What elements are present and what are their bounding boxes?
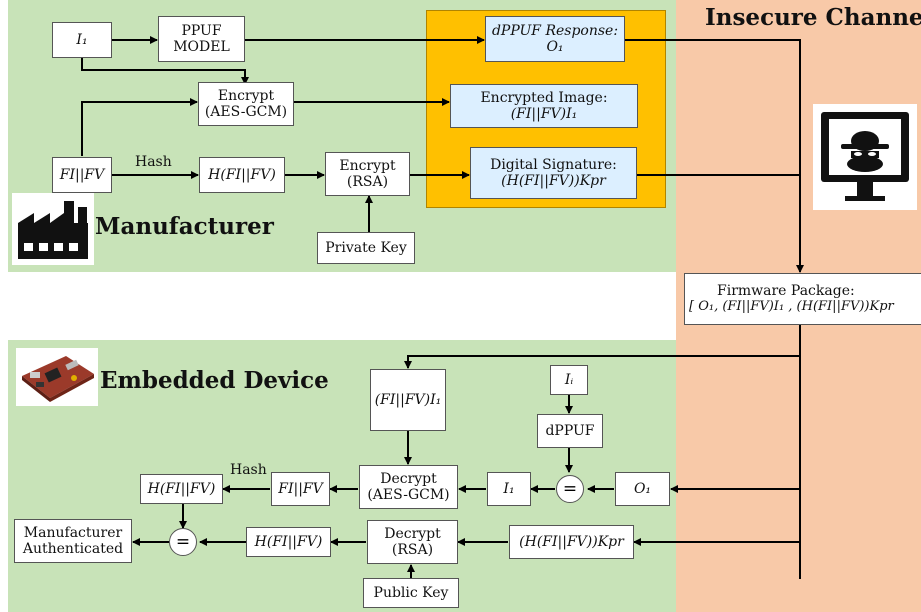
decrypt-rsa-box: Decrypt (RSA) [367,520,458,564]
ppuf-model-box: PPUF MODEL [158,16,245,62]
encrypted-image-received-box: (FI||FV)I₁ [370,369,446,431]
o1-received-box: O₁ [615,472,670,506]
dppuf-box: dPPUF [537,414,603,448]
digital-signature-box: Digital Signature: (H(FI||FV))Kpr [470,147,637,199]
hash-fi-fv-box: H(FI||FV) [199,157,285,193]
encrypt-rsa-box: Encrypt (RSA) [325,152,410,196]
compare-circle-bottom: = [169,528,197,556]
channel-title: Insecure Channel [705,4,921,31]
firmware-package-box: Firmware Package: [ O₁, (FI||FV)I₁ , (H(… [684,273,921,325]
device-hash-label: Hash [230,462,267,478]
hash-label: Hash [135,154,172,170]
private-key-box: Private Key [317,232,415,264]
embedded-board-icon [16,348,98,406]
encrypt-aes-box: Encrypt (AES-GCM) [198,82,294,126]
device-title: Embedded Device [100,367,329,394]
signature-received-box: (H(FI||FV))Kpr [509,525,634,559]
decrypt-aes-box: Decrypt (AES-GCM) [359,465,458,509]
hash-fi-fv-bottom-box: H(FI||FV) [246,527,331,557]
fi-fv-box: FI||FV [52,157,112,193]
hash-fi-fv-top-box: H(FI||FV) [140,474,223,504]
encrypted-image-box: Encrypted Image: (FI||FV)I₁ [450,84,638,128]
factory-icon [12,193,94,265]
fi-fv-decrypted-box: FI||FV [271,472,330,506]
i1-recovered-box: I₁ [487,472,531,506]
manufacturer-authenticated-box: Manufacturer Authenticated [14,519,132,563]
i1-input-box: I₁ [52,22,112,58]
manufacturer-title: Manufacturer [95,213,274,240]
dppuf-response-box: dPPUF Response: O₁ [485,16,625,62]
hacker-monitor-icon [813,104,917,210]
compare-circle-top: = [556,475,584,503]
ii-input-box: Iᵢ [550,365,588,395]
public-key-box: Public Key [363,578,459,608]
